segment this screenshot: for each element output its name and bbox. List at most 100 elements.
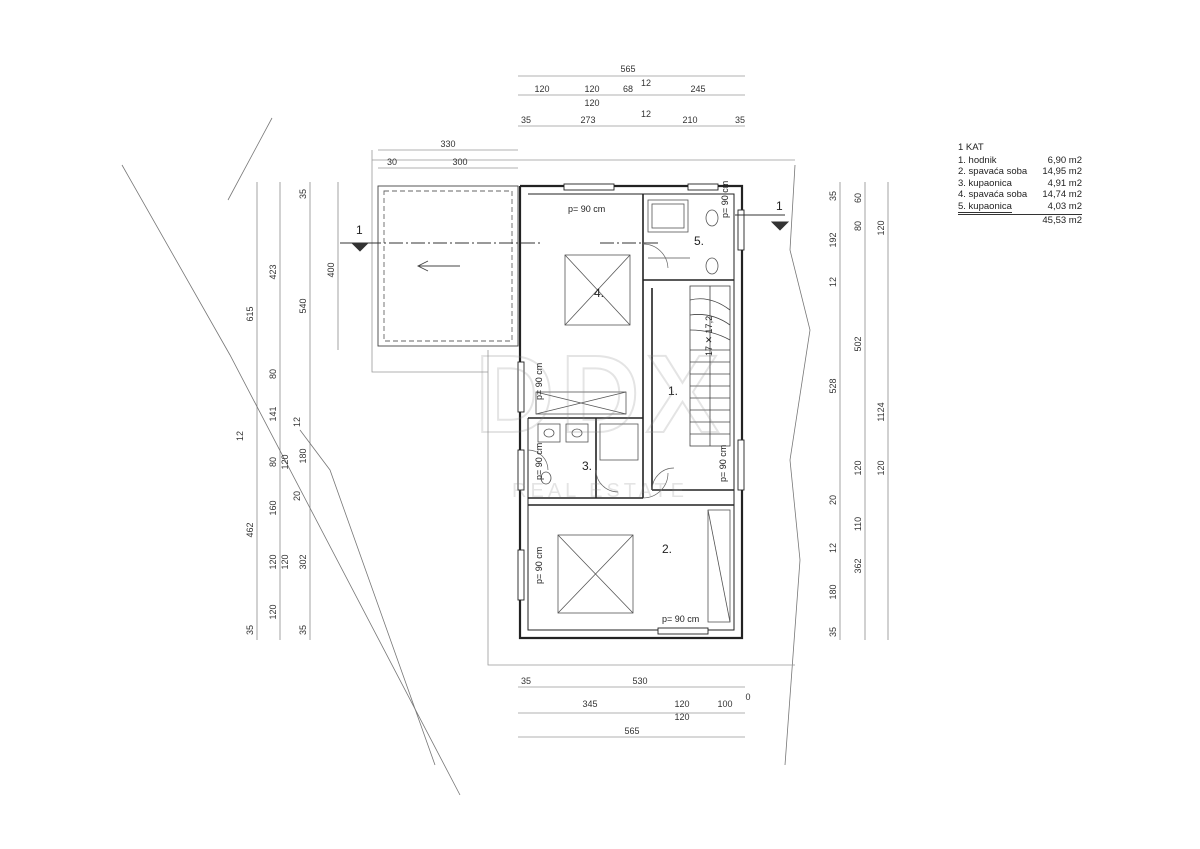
svg-text:120: 120 [268, 554, 278, 569]
svg-text:110: 110 [853, 517, 863, 531]
svg-text:141: 141 [268, 406, 278, 421]
svg-text:12: 12 [828, 543, 838, 553]
svg-text:12: 12 [828, 277, 838, 287]
svg-text:300: 300 [452, 157, 467, 167]
svg-text:20: 20 [828, 495, 838, 505]
svg-text:530: 530 [632, 676, 647, 686]
svg-text:423: 423 [268, 264, 278, 279]
stair-label: 17 ✕ 17,2 [704, 316, 714, 356]
svg-text:20: 20 [292, 491, 302, 501]
bathroom-5-fixtures [647, 199, 719, 275]
terrace [377, 185, 519, 347]
room-numbers: 1. 2. 3. 4. 5. [582, 234, 704, 556]
svg-text:12: 12 [641, 109, 651, 119]
watermark: DDX REAL ESTATE [474, 332, 725, 502]
svg-text:120: 120 [280, 454, 290, 469]
bedroom-2-furniture [557, 509, 731, 623]
door-label: p= 90 cm [718, 445, 728, 482]
svg-text:273: 273 [580, 115, 595, 125]
svg-text:0: 0 [745, 692, 750, 702]
legend-title: 1 KAT [958, 142, 984, 153]
dimension-lines [256, 75, 889, 738]
svg-text:80: 80 [268, 457, 278, 467]
svg-text:120: 120 [876, 220, 886, 235]
room-2-number: 2. [662, 542, 672, 556]
section-line [340, 214, 790, 252]
room-4-number: 4. [594, 286, 604, 300]
staircase [689, 285, 731, 447]
section-marks: 1 1 [356, 199, 783, 237]
svg-text:120: 120 [674, 699, 689, 709]
svg-text:35: 35 [828, 627, 838, 637]
svg-text:180: 180 [298, 448, 308, 463]
svg-text:192: 192 [828, 232, 838, 247]
svg-text:1124: 1124 [876, 402, 886, 421]
svg-text:80: 80 [268, 369, 278, 379]
svg-text:245: 245 [690, 84, 705, 94]
svg-text:210: 210 [682, 115, 697, 125]
dimension-labels: 565 120 120 68 12 245 120 35 273 12 210 … [235, 64, 886, 736]
svg-text:400: 400 [326, 262, 336, 277]
dim-top-total: 565 [620, 64, 635, 74]
room-1-number: 1. [668, 384, 678, 398]
svg-text:120: 120 [584, 98, 599, 108]
door-label: p= 90 cm [720, 181, 730, 218]
svg-text:330: 330 [440, 139, 455, 149]
svg-text:80: 80 [853, 221, 863, 231]
svg-text:12: 12 [292, 417, 302, 427]
watermark-subtitle: REAL ESTATE [512, 480, 688, 502]
svg-text:362: 362 [853, 558, 863, 573]
svg-text:615: 615 [245, 306, 255, 321]
watermark-logo: DDX [475, 333, 725, 456]
windows [517, 183, 745, 635]
room-3-number: 3. [582, 459, 592, 473]
svg-text:35: 35 [521, 115, 531, 125]
door-swings [527, 243, 675, 499]
door-label: p= 90 cm [568, 204, 605, 214]
door-label: p= 90 cm [662, 614, 699, 624]
svg-text:12: 12 [235, 431, 245, 441]
legend-total: 45,53 m2 [958, 214, 1082, 227]
interior-walls [528, 194, 734, 506]
svg-text:302: 302 [298, 554, 308, 569]
svg-text:160: 160 [268, 500, 278, 515]
svg-text:120: 120 [853, 460, 863, 475]
svg-text:35: 35 [245, 625, 255, 635]
svg-text:12: 12 [641, 78, 651, 88]
svg-text:68: 68 [623, 84, 633, 94]
svg-text:35: 35 [735, 115, 745, 125]
bedroom-4-furniture [535, 254, 631, 415]
svg-text:120: 120 [584, 84, 599, 94]
svg-text:30: 30 [387, 157, 397, 167]
svg-text:540: 540 [298, 298, 308, 313]
svg-text:60: 60 [853, 193, 863, 203]
svg-text:35: 35 [521, 676, 531, 686]
bathroom-3-fixtures [537, 423, 639, 485]
door-label: p= 90 cm [534, 443, 544, 480]
svg-text:180: 180 [828, 584, 838, 599]
svg-text:35: 35 [298, 625, 308, 635]
section-mark-left: 1 [356, 223, 363, 237]
svg-text:462: 462 [245, 522, 255, 537]
door-label: p= 90 cm [534, 363, 544, 400]
svg-text:120: 120 [876, 460, 886, 475]
svg-text:100: 100 [717, 699, 732, 709]
svg-text:565: 565 [624, 726, 639, 736]
svg-text:120: 120 [534, 84, 549, 94]
svg-text:120: 120 [268, 604, 278, 619]
svg-text:35: 35 [828, 191, 838, 201]
svg-text:502: 502 [853, 336, 863, 351]
svg-text:120: 120 [674, 712, 689, 722]
door-labels: p= 90 cm p= 90 cm p= 90 cm p= 90 cm p= 9… [534, 181, 730, 624]
svg-text:35: 35 [298, 189, 308, 199]
svg-text:528: 528 [828, 378, 838, 393]
svg-text:345: 345 [582, 699, 597, 709]
svg-text:120: 120 [280, 554, 290, 569]
room-5-number: 5. [694, 234, 704, 248]
